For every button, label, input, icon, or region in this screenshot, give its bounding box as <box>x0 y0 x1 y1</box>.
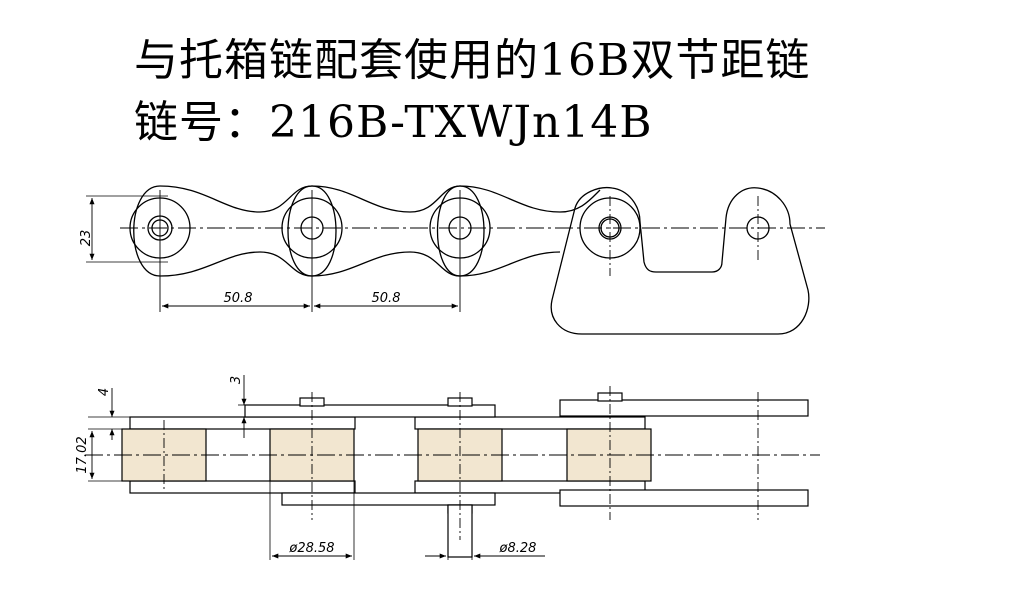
side-view <box>86 185 825 335</box>
inner-plate-bottom <box>281 492 496 506</box>
chain-number: 链号：216B-TXWJn14B <box>134 97 653 148</box>
pitch-label-2: 50.8 <box>372 291 401 306</box>
link-outer-silhouette <box>133 185 485 277</box>
inner-width-label: 17.02 <box>75 436 90 473</box>
roller-diameter-label: ø28.58 <box>288 541 334 556</box>
outer-plate-bottom-left <box>129 480 356 494</box>
link-plate-outline <box>159 185 601 277</box>
attachment-plate-bottom <box>559 489 809 507</box>
pitch-label-1: 50.8 <box>224 291 253 306</box>
plate-thickness-label: 3 <box>229 376 244 384</box>
diagram-title: 与托箱链配套使用的16B双节距链 <box>134 35 811 86</box>
inner-plate-top <box>244 404 496 418</box>
pin-diameter-label: ø8.28 <box>499 541 537 556</box>
title-block: 与托箱链配套使用的16B双节距链 链号：216B-TXWJn14B <box>134 30 810 154</box>
height-label: 23 <box>79 230 94 247</box>
outer-plate-top-mid <box>414 416 646 430</box>
top-view <box>85 375 820 560</box>
attachment-plate <box>550 186 810 335</box>
roller-top-1 <box>121 428 207 482</box>
plate-offset-label: 4 <box>97 388 112 396</box>
attachment-plate-top <box>559 399 809 417</box>
